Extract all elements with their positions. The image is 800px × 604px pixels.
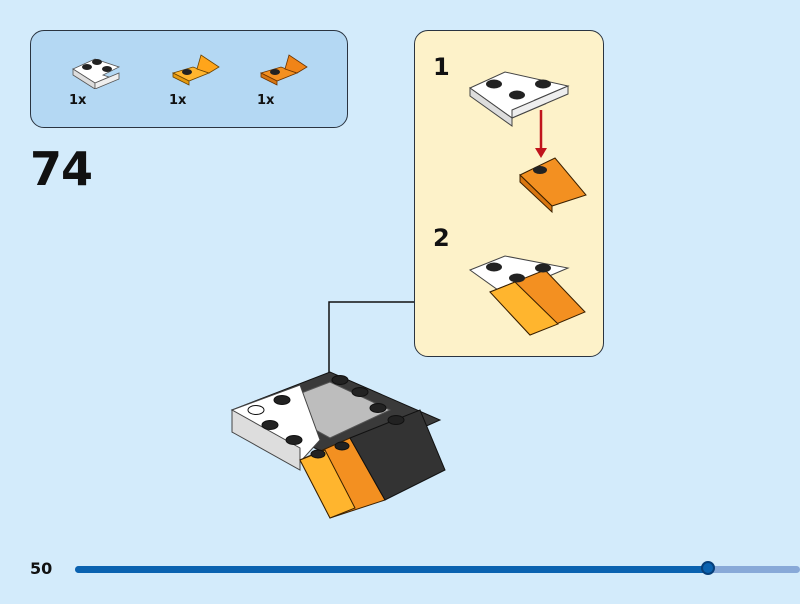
main-model-illustration bbox=[230, 371, 446, 519]
part-yellow-bracket: 1x bbox=[169, 49, 229, 109]
substep-number: 1 bbox=[433, 53, 450, 81]
part-white-corner-plate: 1x bbox=[69, 49, 129, 109]
part-orange-bracket: 1x bbox=[257, 49, 317, 109]
page-number: 50 bbox=[30, 559, 53, 578]
red-arrow-icon bbox=[535, 110, 547, 158]
substep-number: 2 bbox=[433, 224, 450, 252]
progress-fill bbox=[75, 566, 708, 573]
step-number: 74 bbox=[30, 142, 93, 196]
parts-list-panel: 1x 1x 1x bbox=[30, 30, 348, 128]
white-plate-illustration bbox=[469, 71, 570, 127]
part-quantity: 1x bbox=[69, 93, 87, 108]
progress-knob[interactable] bbox=[700, 561, 715, 575]
white-corner-plate-icon bbox=[72, 58, 121, 89]
progress-bar[interactable] bbox=[75, 561, 800, 575]
yellow-bracket-icon bbox=[171, 54, 220, 86]
orange-bracket-illustration bbox=[519, 157, 587, 214]
subassembly-illustration bbox=[468, 255, 586, 336]
orange-bracket-icon bbox=[259, 54, 308, 86]
part-quantity: 1x bbox=[169, 93, 187, 108]
part-quantity: 1x bbox=[257, 93, 275, 108]
